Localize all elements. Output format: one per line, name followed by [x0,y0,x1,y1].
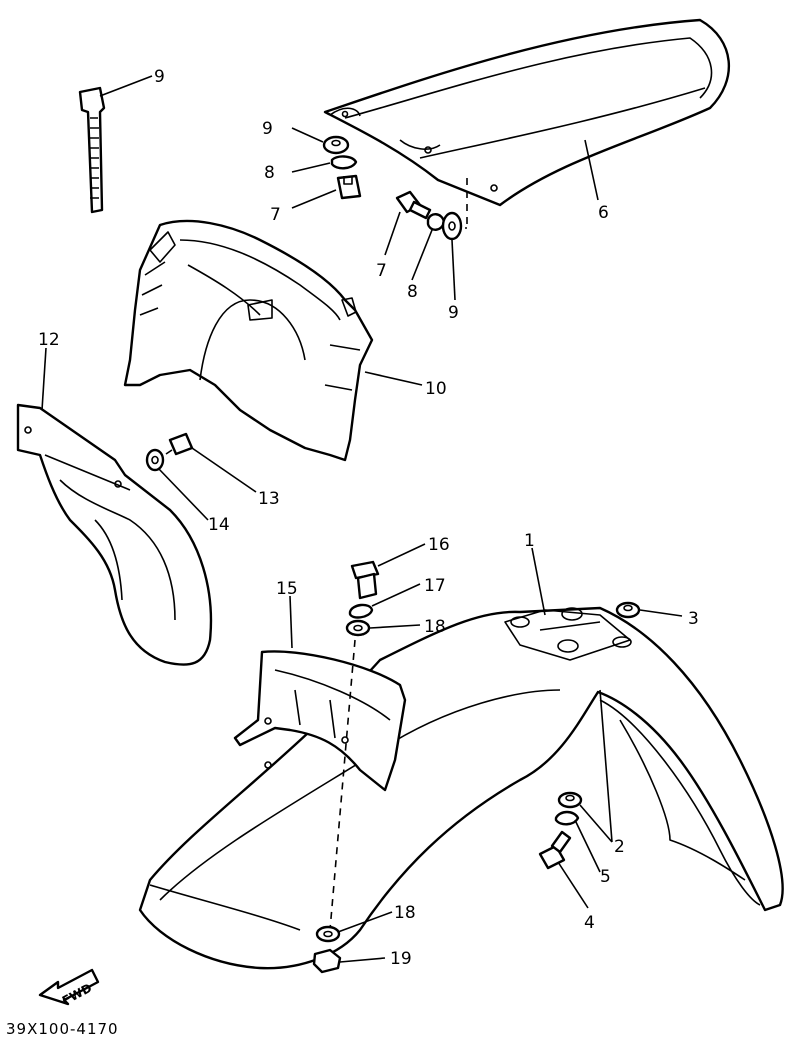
cable-band-part-11 [78,86,106,214]
washer-part-18-bottom [315,925,341,943]
washer-part-18-top [345,619,371,637]
callout-13: 13 [258,489,280,509]
lock-washer-part-5 [554,810,580,826]
washer-part-14 [145,448,165,472]
fwd-arrow-icon: FWD [38,968,100,1008]
callout-9-right: 9 [448,303,459,323]
callout-4: 4 [584,913,595,933]
dash-line-flap-bolt [329,639,356,931]
bolt-part-7-left [336,174,362,200]
lock-washer-part-8-left [330,155,358,170]
washer-part-9-right [441,211,463,241]
callout-8-right: 8 [407,282,418,302]
callout-18-bottom: 18 [394,903,416,923]
callout-8-left: 8 [264,163,275,183]
callout-16: 16 [428,535,450,555]
bolt-part-13 [165,432,194,456]
flap-part-15 [233,650,407,792]
callout-10: 10 [425,379,447,399]
grommet-part-3 [615,601,641,619]
rear-guard-part-12 [16,403,213,666]
front-fender-part-6 [323,18,731,207]
lock-washer-part-8-right [426,213,446,231]
callout-12: 12 [38,330,60,350]
callout-3: 3 [688,609,699,629]
bolt-part-4 [538,830,572,870]
callout-1: 1 [524,531,535,551]
nut-part-19 [312,948,342,974]
cover-part-10 [123,219,374,462]
callout-17: 17 [424,576,446,596]
callout-14: 14 [208,515,230,535]
diagram-code: 39X100-4170 [6,1020,119,1038]
washer-part-2 [557,791,583,809]
leader-lines [41,75,683,963]
bolt-part-16 [350,560,380,600]
callout-18-top: 18 [424,617,446,637]
bolt-part-7-right [395,190,432,220]
callout-7-left: 7 [270,205,281,225]
callout-5: 5 [600,867,611,887]
callout-19: 19 [390,949,412,969]
callout-9-left: 9 [262,119,273,139]
callout-15: 15 [276,579,298,599]
washer-part-9-left [322,135,350,155]
callout-2: 2 [614,837,625,857]
callout-7-right: 7 [376,261,387,281]
rear-fender-part-1 [138,606,784,970]
lock-washer-part-17 [348,603,374,619]
callout-11: 9 [154,67,165,87]
callout-6: 6 [598,203,609,223]
